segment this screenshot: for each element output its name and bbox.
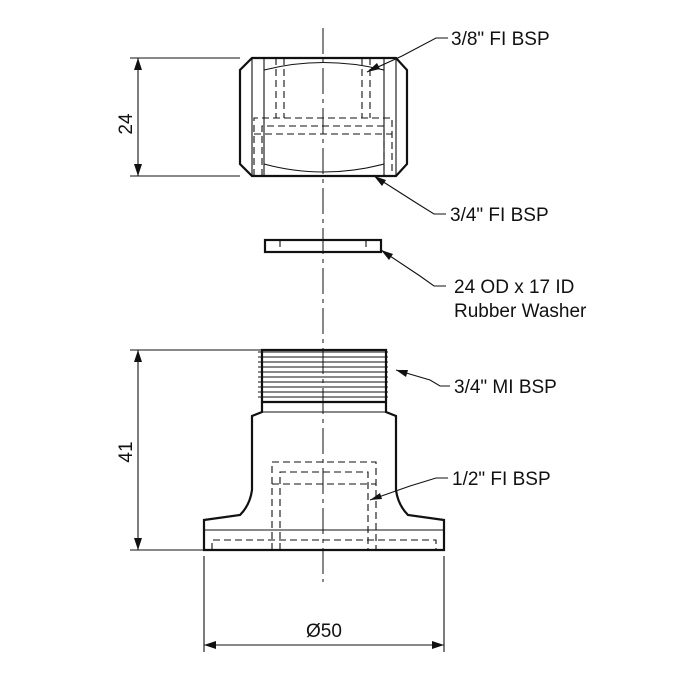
hex-nut: [238, 56, 409, 178]
callout-label-body-female-thread: 1/2" FI BSP: [452, 469, 551, 490]
adaptor-body: [202, 348, 446, 552]
callout-label-nut-bottom-thread: 3/4" FI BSP: [450, 205, 549, 226]
callout-body-female-thread: 1/2" FI BSP: [369, 469, 551, 501]
dimension-body-height: 41: [116, 349, 262, 551]
callout-label-body-male-thread: 3/4" MI BSP: [454, 377, 557, 398]
rubber-washer: [263, 238, 383, 254]
callout-nut-bottom-thread: 3/4" FI BSP: [373, 175, 549, 226]
dim-label-body-height: 41: [116, 441, 137, 462]
callout-label-washer-line2: Rubber Washer: [454, 301, 587, 322]
dimension-flange-diameter: Ø50: [203, 556, 445, 652]
thread-crests: [258, 351, 388, 398]
callout-nut-top-thread: 3/8" FI BSP: [366, 29, 550, 73]
callout-label-washer-line1: 24 OD x 17 ID: [454, 277, 574, 298]
dim-label-flange-diameter: Ø50: [306, 621, 342, 642]
dim-label-nut-height: 24: [116, 113, 137, 135]
callout-body-male-thread: 3/4" MI BSP: [395, 369, 557, 398]
callout-label-nut-top-thread: 3/8" FI BSP: [451, 29, 550, 50]
dimension-nut-height: 24: [116, 57, 240, 177]
callout-washer: 24 OD x 17 ID Rubber Washer: [380, 249, 587, 322]
